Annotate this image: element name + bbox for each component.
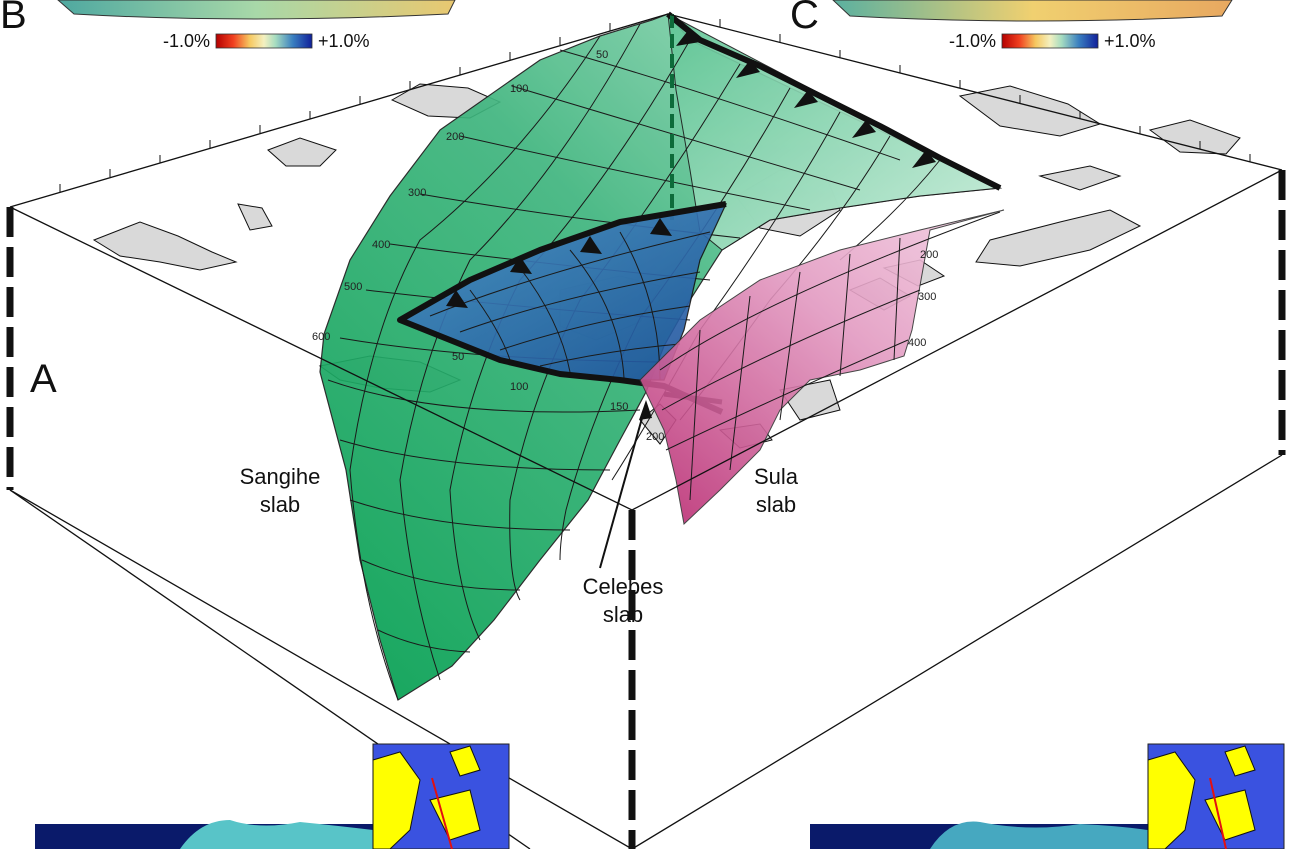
sula-label-line1: Sula <box>754 464 799 489</box>
sangihe-depth-100: 100 <box>510 83 528 95</box>
sula-label-line2: slab <box>756 492 796 517</box>
colorbar-left-max: +1.0% <box>318 31 370 51</box>
sangihe-depth-200: 200 <box>446 131 464 143</box>
sangihe-depth-500: 500 <box>344 281 362 293</box>
vertical-axes <box>6 170 1286 849</box>
celebes-depth-200: 200 <box>646 431 664 443</box>
sula-depth-300: 300 <box>918 291 936 303</box>
panel-b-profile-line <box>431 777 453 849</box>
celebes-depth-150: 150 <box>610 401 628 413</box>
panel-c-profile-line <box>1209 777 1227 849</box>
colorbar-left <box>215 33 313 49</box>
celebes-leader-arrowhead <box>639 400 652 420</box>
panel-b-bottom-slice-anomaly <box>180 820 373 849</box>
panel-c-label: C <box>790 0 819 37</box>
celebes-depth-100: 100 <box>510 381 528 393</box>
celebes-leader-line <box>599 403 647 569</box>
colorbar-right-min: -1.0% <box>949 31 996 51</box>
sangihe-depth-50: 50 <box>596 49 608 61</box>
panel-b-label: B <box>0 0 27 37</box>
celebes-trench-teeth <box>446 218 672 308</box>
sula-depth-labels: 200 300 400 <box>908 249 938 349</box>
celebes-depth-50: 50 <box>452 351 464 363</box>
celebes-depth-labels: 50 100 150 200 <box>452 351 664 443</box>
colorbar-right <box>1001 33 1099 49</box>
sangihe-label-line2: slab <box>260 492 300 517</box>
sangihe-trench-teeth <box>676 28 936 168</box>
colorbar-right-max: +1.0% <box>1104 31 1156 51</box>
panel-c-bottom-slice-anomaly <box>930 821 1148 849</box>
celebes-label-line1: Celebes <box>583 574 664 599</box>
sangihe-depth-300: 300 <box>408 187 426 199</box>
sula-depth-200: 200 <box>920 249 938 261</box>
panel-a-label: A <box>30 357 57 401</box>
colorbar-left-min: -1.0% <box>163 31 210 51</box>
top-edge-ticks <box>59 19 1251 192</box>
panel-c-tomography-fragment <box>832 0 1233 22</box>
sula-depth-400: 400 <box>908 337 926 349</box>
sangihe-label-line1: Sangihe <box>240 464 321 489</box>
panel-b-map-land <box>372 745 481 849</box>
sula-slab-surface <box>639 209 1005 525</box>
celebes-trench <box>397 201 727 415</box>
celebes-label-line2: slab <box>603 602 643 627</box>
sangihe-depth-labels: 50 100 200 300 400 500 600 <box>312 49 608 343</box>
panel-b-tomography-fragment <box>57 0 456 20</box>
sangihe-depth-400: 400 <box>372 239 390 251</box>
sangihe-depth-600: 600 <box>312 331 330 343</box>
sula-grid <box>659 211 1001 501</box>
sangihe-trench <box>666 11 1002 191</box>
panel-c-map-land <box>1147 745 1256 849</box>
